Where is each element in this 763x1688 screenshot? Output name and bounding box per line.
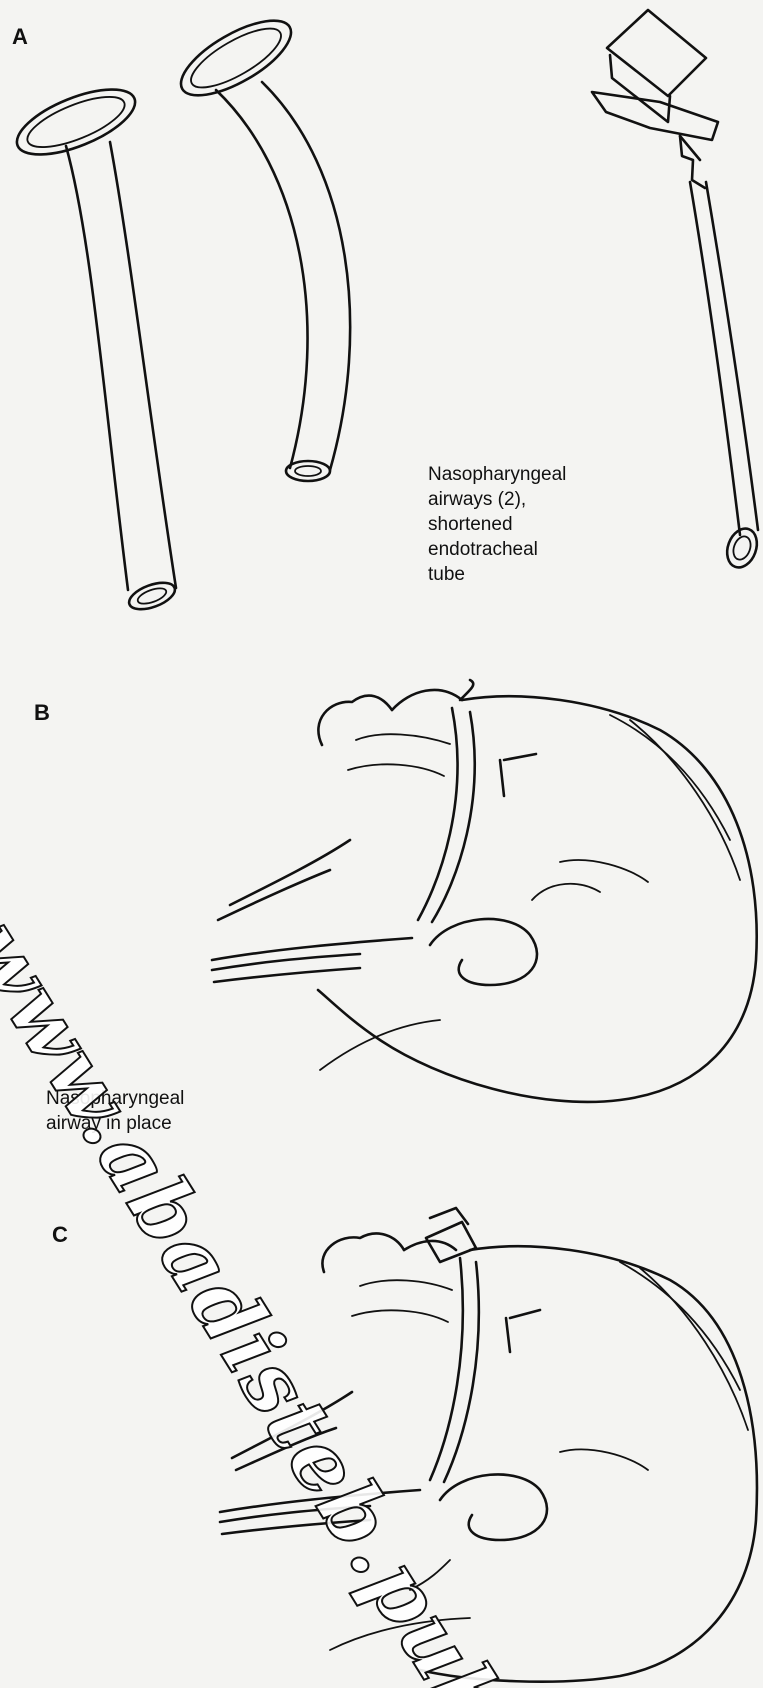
panel-a-label: A (12, 24, 28, 50)
nasopharyngeal-airway-left (9, 76, 179, 614)
caption-line: endotracheal (428, 537, 566, 562)
caption-line: airways (2), (428, 487, 566, 512)
panel-b-label: B (34, 700, 50, 726)
caption-line: Nasopharyngeal (428, 462, 566, 487)
shortened-endotracheal-tube (592, 10, 762, 572)
caption-line: tube (428, 562, 566, 587)
panel-a-caption: Nasopharyngeal airways (2), shortened en… (428, 462, 566, 587)
nasopharyngeal-airway-right (170, 6, 350, 481)
head-profile-with-nasopharyngeal-airway (212, 680, 757, 1102)
caption-line: shortened (428, 512, 566, 537)
panel-c-label: C (52, 1222, 68, 1248)
